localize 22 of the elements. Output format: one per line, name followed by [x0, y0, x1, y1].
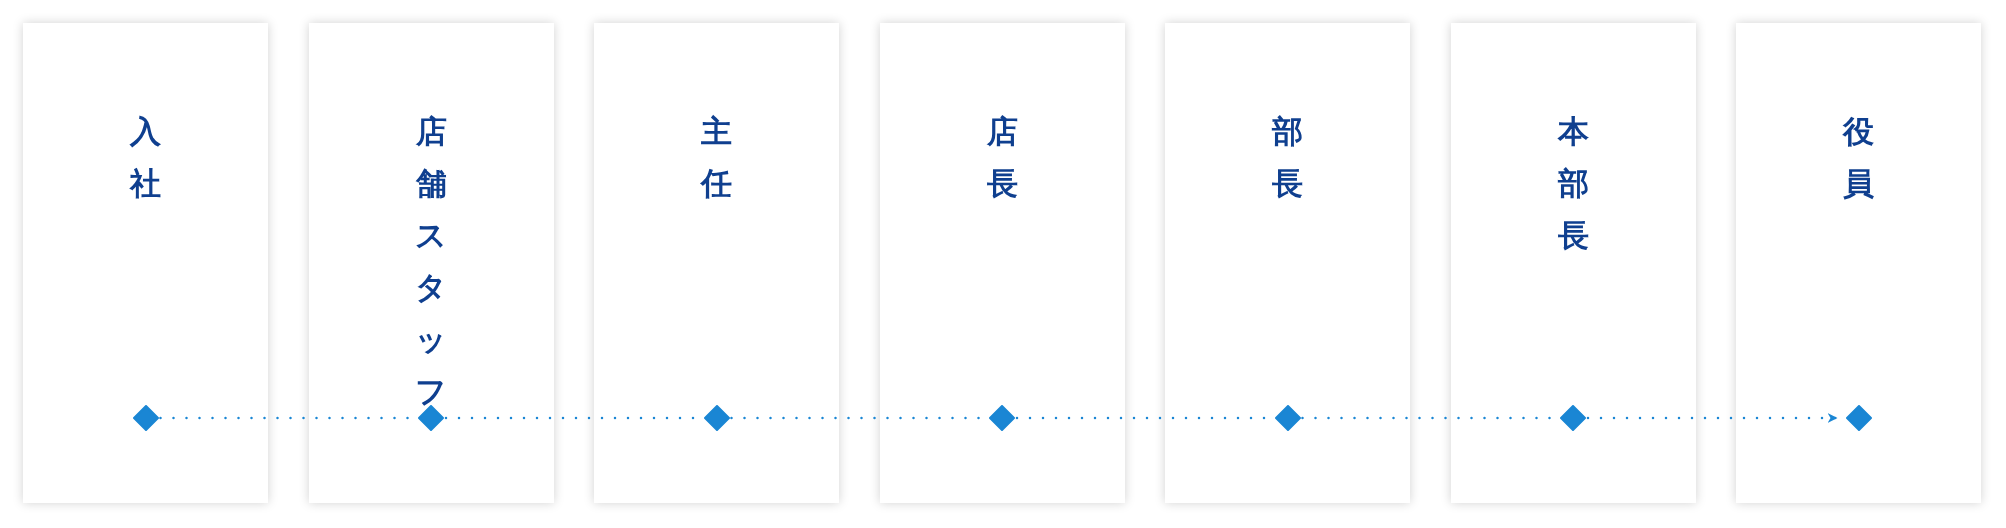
- stage-title: 役員: [1841, 112, 1875, 203]
- diamond-marker: [418, 405, 444, 431]
- diamond-marker: [132, 405, 159, 431]
- diamond-marker: [1274, 405, 1301, 431]
- career-stage-card: [23, 23, 268, 503]
- stage-title: 主任: [699, 112, 733, 203]
- stage-title: 部長: [1270, 112, 1304, 203]
- diamond-marker: [989, 405, 1015, 431]
- career-stage-card: [308, 23, 554, 503]
- dotted-arrow: [1586, 413, 1839, 423]
- stage-title: 店舗スタッフ: [414, 112, 448, 411]
- career-stage-card: [594, 23, 839, 503]
- diamond-marker: [1845, 405, 1872, 431]
- diamond-marker: [1560, 405, 1586, 431]
- career-stage-card: [1736, 23, 1981, 503]
- career-stage-card: [879, 23, 1125, 503]
- career-stage-card: [1165, 23, 1410, 503]
- stage-title: 本部長: [1556, 112, 1590, 255]
- stage-title: 入社: [128, 112, 162, 203]
- stage-title: 店長: [985, 112, 1019, 203]
- career-stage-card: [1450, 23, 1696, 503]
- diamond-marker: [703, 405, 730, 431]
